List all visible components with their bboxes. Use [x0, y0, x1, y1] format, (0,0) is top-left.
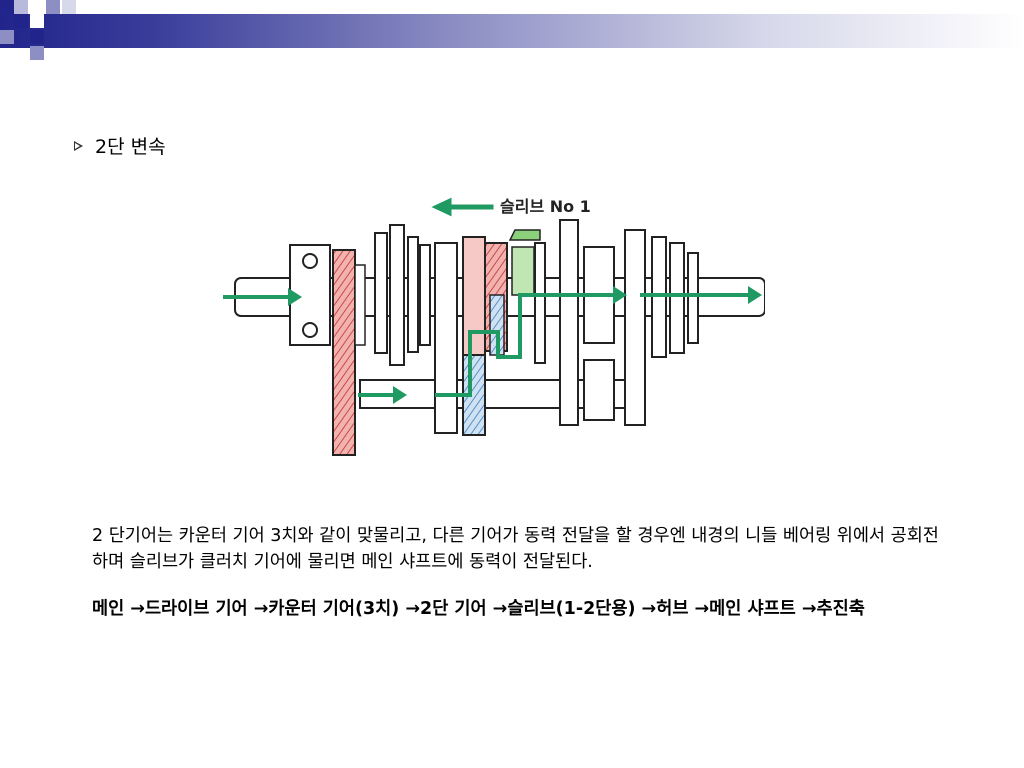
header-square-dark — [30, 30, 44, 44]
sleeve-no1 — [508, 229, 541, 241]
header-square-mid — [46, 0, 60, 14]
sleeve-label: 슬리브 No 1 — [500, 197, 591, 216]
arrow-right-icon — [435, 293, 615, 397]
second-gear-red — [462, 236, 486, 358]
header-square-dark — [14, 14, 28, 28]
synchro-disc — [419, 244, 431, 346]
drive-gear — [332, 249, 356, 456]
triangle-bullet-icon — [74, 140, 83, 151]
drive-gear-hub — [354, 264, 366, 346]
gear-disc — [624, 229, 646, 426]
counter-gear — [434, 242, 458, 434]
header-square-mid — [0, 30, 14, 44]
slide-bullet: 2단 변속 — [74, 132, 166, 159]
header-square-dark — [0, 0, 14, 14]
power-flow — [223, 293, 750, 397]
header-square-mid — [30, 46, 44, 60]
synchro-disc — [374, 232, 388, 354]
header-square-light — [62, 0, 76, 14]
bearing-ball — [302, 253, 318, 269]
power-path-text: 메인 →드라이브 기어 →카운터 기어(3치) →2단 기어 →슬리브(1-2단… — [92, 599, 865, 619]
header-square-light — [14, 0, 28, 14]
header-gradient-bar — [0, 14, 1024, 48]
arrow-left-icon — [431, 197, 494, 217]
slide-title: 2단 변속 — [95, 136, 166, 158]
synchro-disc — [407, 236, 419, 353]
synchro-disc — [389, 224, 405, 366]
header-square-white — [30, 14, 44, 28]
arrow-right-icon — [393, 386, 407, 404]
description-text: 2 단기어는 카운터 기어 3치와 같이 맞물리고, 다른 기어가 동력 전달을… — [92, 526, 939, 572]
arrow-right-icon — [748, 286, 762, 304]
sleeve-hub — [511, 246, 535, 296]
counter-bearing — [583, 359, 615, 421]
transmission-diagram: 슬리브 No 1 — [223, 197, 765, 456]
clutch-gear — [534, 242, 546, 364]
sleeve-label-group: 슬리브 No 1 — [431, 197, 591, 217]
gear-disc — [687, 252, 699, 344]
gear-disc — [669, 242, 685, 354]
gear-disc — [559, 219, 579, 426]
arrow-heads — [288, 286, 762, 404]
arrow-right-icon — [288, 288, 302, 306]
arrow-right-icon — [613, 286, 627, 304]
bearing-ball — [302, 322, 318, 338]
